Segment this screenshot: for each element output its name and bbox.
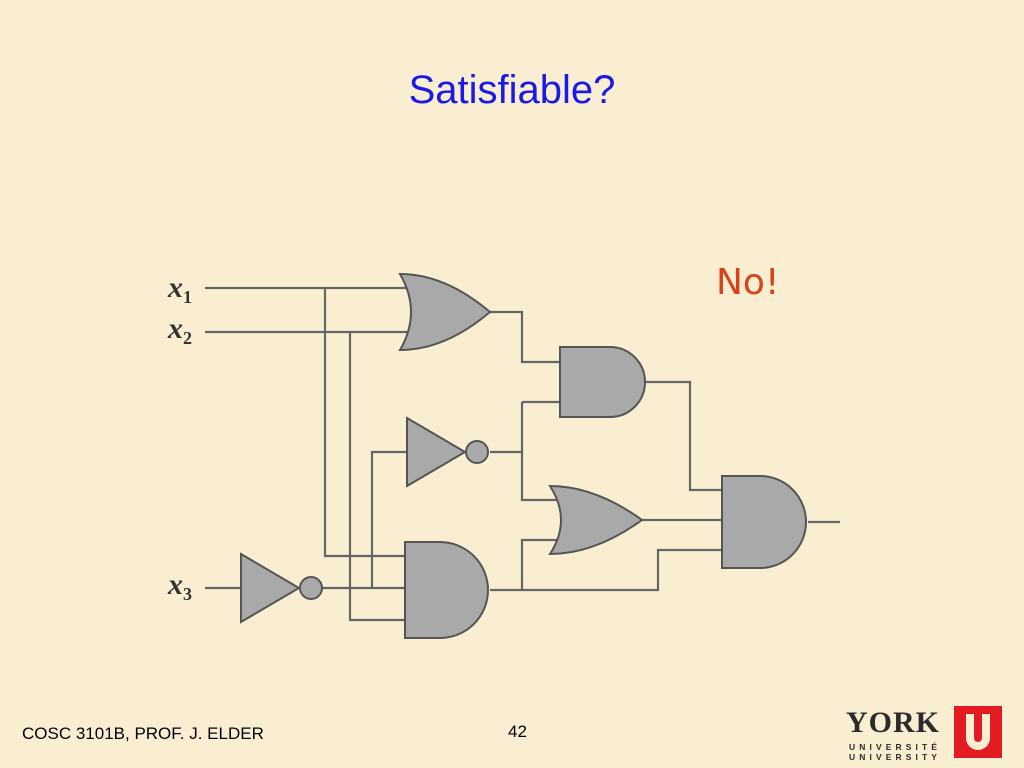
not-gate-upper [406,416,489,488]
or-gate-lower [548,484,644,556]
york-university-logo: YORK UNIVERSITÉ UNIVERSITY [846,706,1006,762]
logo-line-en: UNIVERSITY [849,752,942,762]
course-footer: COSC 3101B, PROF. J. ELDER [22,724,264,743]
and-gate-bottom [404,541,489,639]
slide-title: Satisfiable? [408,68,616,112]
and-gate-middle [559,346,646,418]
logo-wordmark: YORK [846,706,940,739]
answer-text: No! [716,262,780,303]
input-label-x2: x2 [167,312,192,348]
page-number: 42 [508,722,527,741]
logo-line-fr: UNIVERSITÉ [849,742,942,752]
not-gate-x3 [240,552,323,624]
or-gate-top [398,272,492,352]
logic-circuit-diagram: x1 x2 x3 [167,271,840,639]
york-u-icon [954,706,1002,758]
input-label-x1: x1 [167,271,192,307]
and-gate-final [721,475,807,569]
circuit-wires [205,286,840,622]
input-label-x3: x3 [167,568,192,604]
